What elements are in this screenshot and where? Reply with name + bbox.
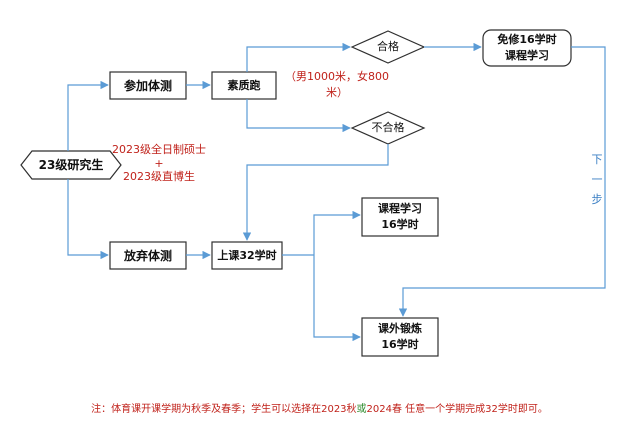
arrow-start-to-giveup (67, 179, 109, 260)
exercise-box (361, 317, 439, 357)
footer-note-or: 或 (356, 404, 367, 415)
arrow-split-to-course (313, 210, 361, 255)
arrow-split-to-exercise (313, 255, 361, 342)
course-label-line2: 16学时 (381, 218, 419, 231)
fail-label: 不合格 (371, 121, 405, 134)
exempt-box (482, 29, 572, 67)
start-note-plus: + (154, 157, 164, 170)
run-note: （男1000米，女800米） (285, 70, 389, 99)
arrow-run-to-pass (246, 42, 351, 72)
class-32-box (211, 241, 283, 270)
footer-note-part2: 2024春 任意一个学期完成32学时即可。 (366, 404, 548, 415)
take-test-label: 参加体测 (123, 78, 172, 93)
fitness-run-label: 素质跑 (227, 78, 261, 92)
fail-diamond (350, 111, 426, 145)
next-step-char-1: 下 (590, 150, 604, 170)
exempt-label-line1: 免修16学时 (497, 33, 557, 46)
course-box (361, 197, 439, 237)
course-label-line1: 课程学习 (378, 202, 422, 215)
start-note-line2: 2023级直博生 (123, 170, 195, 183)
arrow-fail-to-class (242, 144, 389, 241)
start-hexagon (20, 150, 122, 180)
give-up-label: 放弃体测 (123, 248, 172, 263)
start-note-line1: 2023级全日制硕士 (112, 143, 206, 156)
exercise-label-line1: 课外锻炼 (378, 322, 422, 335)
exercise-label-line2: 16学时 (381, 338, 419, 351)
next-step-char-2: 一 (590, 170, 604, 190)
start-label: 23级研究生 (38, 158, 104, 172)
arrow-run-to-fail (246, 99, 351, 133)
footer-note: 注：体育课开课学期为秋季及春季；学生可以选择在2023秋或2024春 任意一个学… (0, 400, 639, 415)
pass-label: 合格 (377, 40, 399, 53)
next-step-char-3: 步 (590, 190, 604, 210)
footer-note-part1: 注：体育课开课学期为秋季及春季；学生可以选择在2023秋 (91, 404, 357, 415)
arrow-start-to-test (67, 80, 109, 151)
exempt-label-line2: 课程学习 (505, 49, 549, 62)
arrow-exempt-to-exercise (398, 46, 606, 317)
class-32-label: 上课32学时 (217, 248, 277, 262)
fitness-run-box (211, 71, 277, 100)
